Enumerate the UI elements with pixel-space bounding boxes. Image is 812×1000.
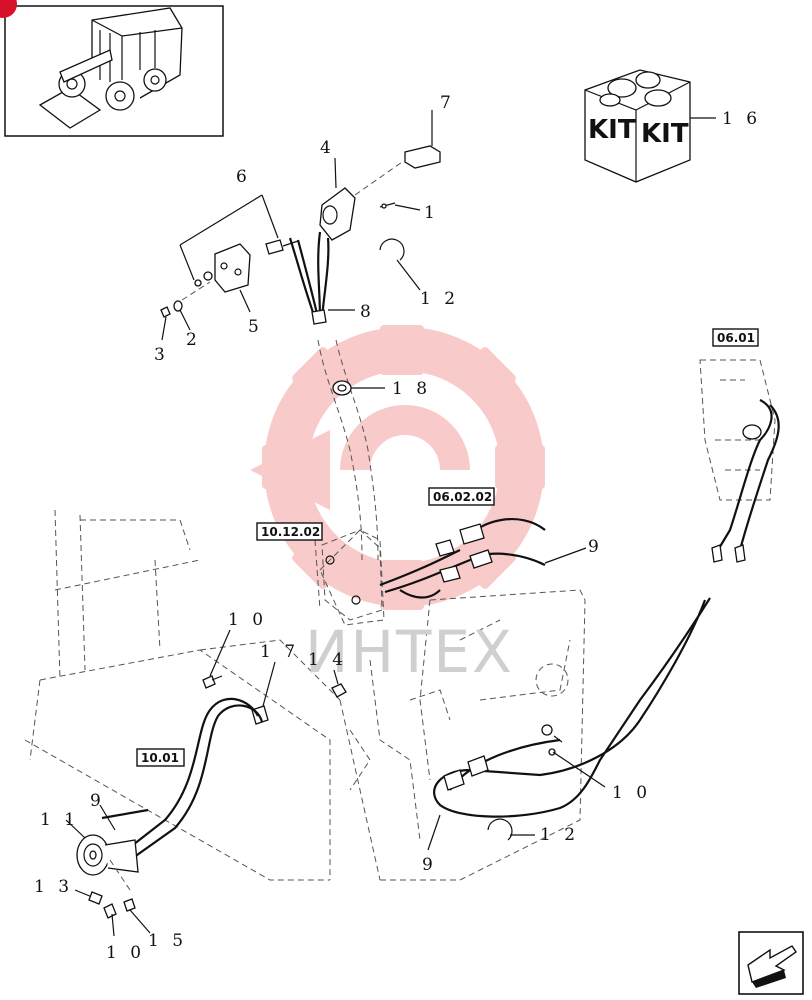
horn-wire [99,697,264,861]
part-13-bolt [74,889,103,905]
part-18-grommet [332,380,385,396]
switch-panel [321,529,383,621]
callout-8: 8 [360,302,375,322]
ref-label-10-12-02: 10.12.02 [261,525,320,539]
part-1-screw [379,202,421,211]
callout-15: 1 5 [148,931,187,951]
callout-6: 6 [236,167,251,187]
callout-7: 7 [440,93,455,113]
callout-17: 1 7 [260,642,299,662]
part-5-plate [214,243,251,313]
kit-label-right: KIT [641,119,689,149]
part-3-nut [160,306,171,341]
callout-3: 3 [154,345,169,365]
callout-12-upper: 1 2 [420,289,459,309]
part-4-housing [319,157,406,241]
loader-frame-outline [24,359,776,881]
part-12-clip-upper [379,238,405,261]
part-9-harness-upper [379,518,587,599]
part-2-washer [173,281,211,331]
callout-5: 5 [248,317,263,337]
callout-10-right: 1 0 [612,783,651,803]
part-8-harness [288,231,355,325]
skid-steer-loader-thumbnail [38,7,183,129]
part-10-bolt-upper [202,629,231,689]
arrow-shadow [752,970,786,988]
part-6-switch [179,194,299,287]
wire-conduit [317,339,379,561]
ref-label-06-01: 06.01 [717,331,755,345]
callout-12-lower: 1 2 [540,825,579,845]
callout-1: 1 [424,203,439,223]
kit-label-left: KIT [588,115,636,145]
callout-16: 1 6 [722,109,761,129]
ref-box-06-02-02[interactable]: 06.02.02 [428,487,495,506]
side-module-wiring [711,399,780,563]
callout-4: 4 [320,138,335,158]
watermark-gear-logo [250,325,545,610]
kit-box: KIT KIT [584,69,691,183]
watermark-text: ИНТЕХ [305,618,514,686]
ref-label-10-01: 10.01 [141,751,179,765]
callout-18: 1 8 [392,379,431,399]
part-11-horn [65,819,139,891]
callout-2: 2 [186,330,201,350]
corner-badge [0,0,17,18]
callout-10-upper: 1 0 [228,610,267,630]
callout-11: 1 1 [40,810,79,830]
callout-9-upper: 9 [588,537,603,557]
part-15-nut [123,898,151,934]
ref-label-06-02-02: 06.02.02 [433,490,492,504]
part-17-connector [251,661,276,725]
ref-box-10-12-02[interactable]: 10.12.02 [256,522,323,541]
next-page-arrow-button[interactable] [738,931,804,995]
part-7-cap [404,110,441,169]
part-14-nut [331,669,347,698]
callout-14: 1 4 [308,650,347,670]
callout-9-lower: 9 [422,855,437,875]
callout-10-lower: 1 0 [106,943,145,963]
ref-box-06-01[interactable]: 06.01 [712,328,759,347]
part-10-bolt-lower [103,903,117,937]
callout-13: 1 3 [34,877,73,897]
part-12-clip-lower [487,818,513,841]
ref-box-10-01[interactable]: 10.01 [136,748,185,767]
callout-9-left: 9 [90,791,105,811]
part-9-harness-lower [427,597,711,851]
